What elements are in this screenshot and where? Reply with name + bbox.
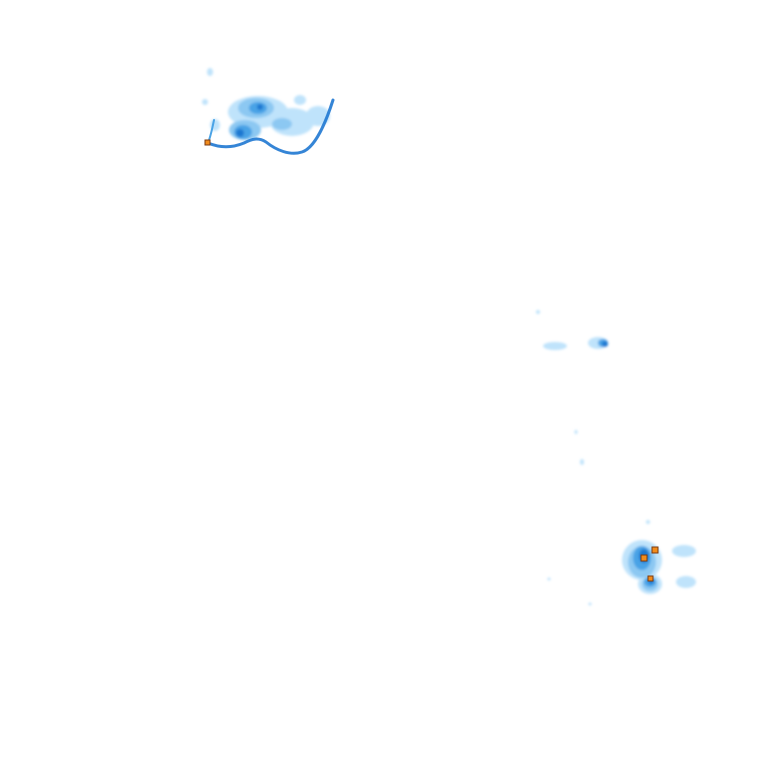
nw-heavy-band <box>206 98 335 155</box>
se-extreme-cell <box>651 546 659 554</box>
se-extreme-cell <box>647 575 654 582</box>
northwest-cluster <box>202 68 330 140</box>
central-east-cluster <box>536 310 608 465</box>
se-very-light-echo <box>547 520 696 606</box>
se-extreme-cells <box>640 546 659 582</box>
southeast-cluster <box>547 520 696 606</box>
se-extreme-cell <box>640 554 648 562</box>
nw-heavy-echo <box>236 104 263 137</box>
nw-extreme-cell <box>204 139 211 146</box>
ce-heavy-echo <box>602 341 608 347</box>
ce-very-light-echo <box>536 310 608 465</box>
